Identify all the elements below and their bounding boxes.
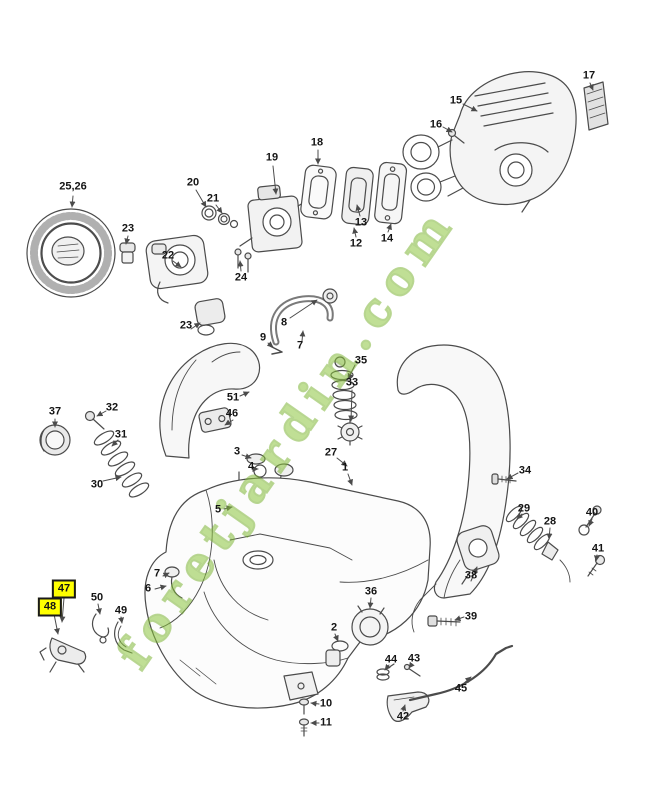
part-label-42[interactable]: 42 — [396, 710, 410, 723]
part-screw-32 — [84, 410, 105, 430]
part-latch-47-48 — [39, 637, 87, 673]
part-screw-40 — [578, 505, 602, 536]
part-label-29[interactable]: 29 — [517, 502, 531, 515]
part-label-27[interactable]: 27 — [324, 446, 338, 459]
part-label-3[interactable]: 3 — [233, 445, 241, 458]
part-label-21[interactable]: 21 — [206, 192, 220, 205]
part-label-2[interactable]: 2 — [330, 621, 338, 634]
part-label-28[interactable]: 28 — [543, 515, 557, 528]
part-label-41[interactable]: 41 — [591, 542, 605, 555]
part-label-5[interactable]: 5 — [214, 503, 222, 516]
part-label-30[interactable]: 30 — [90, 478, 104, 491]
part-spacer-plates — [341, 161, 408, 226]
part-fuel-hose — [269, 288, 338, 355]
part-screw-10 — [298, 698, 310, 715]
part-av-mount-38 — [456, 525, 500, 585]
part-label-13[interactable]: 13 — [354, 216, 368, 229]
part-label-19[interactable]: 19 — [265, 151, 279, 164]
part-label-44[interactable]: 44 — [384, 653, 398, 666]
part-label-46[interactable]: 46 — [225, 407, 239, 420]
part-spring-50 — [91, 613, 110, 644]
part-label-34[interactable]: 34 — [518, 464, 532, 477]
part-label-40[interactable]: 40 — [585, 506, 599, 519]
part-label-23[interactable]: 23 — [121, 222, 135, 235]
part-screws-24 — [234, 248, 252, 273]
part-front-handle — [159, 342, 261, 459]
part-label-49[interactable]: 49 — [114, 604, 128, 617]
part-handle-plate-46 — [198, 407, 232, 433]
part-label-37[interactable]: 37 — [48, 405, 62, 418]
part-label-39[interactable]: 39 — [464, 610, 478, 623]
part-label-38[interactable]: 38 — [464, 569, 478, 582]
part-grommet-upper — [119, 242, 136, 264]
part-label-24[interactable]: 24 — [234, 271, 248, 284]
part-label-51[interactable]: 51 — [226, 391, 240, 404]
part-label-16[interactable]: 16 — [429, 118, 443, 131]
part-label-45[interactable]: 45 — [454, 682, 468, 695]
part-label-18[interactable]: 18 — [310, 136, 324, 149]
part-cap-37 — [39, 424, 71, 456]
part-label-10[interactable]: 10 — [319, 697, 333, 710]
part-label-25-26[interactable]: 25,26 — [59, 180, 87, 193]
part-boot-lower — [194, 298, 226, 336]
part-label-11[interactable]: 11 — [320, 716, 332, 729]
part-label-14[interactable]: 14 — [380, 232, 394, 245]
part-screw-11 — [298, 718, 310, 737]
part-label-33[interactable]: 33 — [345, 376, 359, 389]
part-ring-2 — [325, 640, 349, 667]
part-o-rings — [201, 205, 239, 229]
part-tank-housing — [144, 477, 431, 709]
part-label-7[interactable]: 7 — [153, 567, 161, 580]
part-label-50[interactable]: 50 — [90, 591, 104, 604]
part-label-15[interactable]: 15 — [449, 94, 463, 107]
part-label-47[interactable]: 47 — [51, 579, 77, 599]
part-spring-35 — [330, 356, 358, 421]
part-pin-43 — [403, 663, 421, 677]
part-label-9[interactable]: 9 — [259, 331, 267, 344]
part-label-32[interactable]: 32 — [105, 401, 119, 414]
part-label-12[interactable]: 12 — [349, 237, 363, 250]
part-label-4[interactable]: 4 — [247, 460, 255, 473]
part-label-7[interactable]: 7 — [296, 339, 304, 352]
part-label-36[interactable]: 36 — [364, 585, 378, 598]
part-throttle-rod-45 — [408, 644, 514, 702]
part-bar-plate — [583, 81, 609, 131]
part-gasket-18 — [300, 164, 337, 220]
part-label-31[interactable]: 31 — [114, 428, 128, 441]
part-air-filter — [26, 208, 116, 298]
part-star-nut-33 — [337, 418, 363, 446]
part-spring-30 — [93, 430, 150, 498]
part-cover-pad — [283, 671, 319, 701]
leader-lines — [52, 82, 600, 726]
part-label-6[interactable]: 6 — [144, 582, 152, 595]
part-cap-36 — [351, 605, 389, 646]
part-clamp-28 — [541, 541, 571, 583]
part-label-22[interactable]: 22 — [161, 249, 175, 262]
part-spring-49 — [114, 621, 133, 654]
part-engine-housing — [402, 71, 577, 213]
part-label-48[interactable]: 48 — [37, 597, 63, 617]
part-screw-39 — [427, 615, 461, 627]
part-label-1[interactable]: 1 — [341, 461, 349, 474]
part-label-20[interactable]: 20 — [186, 176, 200, 189]
part-label-8[interactable]: 8 — [280, 316, 288, 329]
part-label-35[interactable]: 35 — [354, 354, 368, 367]
part-label-43[interactable]: 43 — [407, 652, 421, 665]
part-label-17[interactable]: 17 — [582, 69, 596, 82]
part-screw-34 — [491, 473, 517, 485]
part-label-23[interactable]: 23 — [179, 319, 193, 332]
